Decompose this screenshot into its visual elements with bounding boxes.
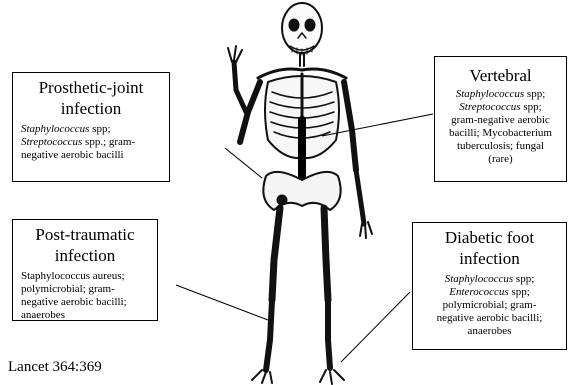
organism-text: bacilli; Mycobacterium [449,127,552,139]
organism-text: spp.; gram- [82,136,135,148]
leader-posttraumatic [176,285,268,320]
organism-text: Enterococcus [449,286,508,298]
right-femur [324,208,328,300]
organism-text: tuberculosis; fungal [457,140,544,152]
organism-text: anaerobes [21,309,65,321]
post-traumatic-box: Post-traumatic infection Staphylococcus … [12,219,158,321]
organism-text: spp; [89,123,110,135]
organism-text: negative aerobic bacilli; [437,312,543,324]
leader-prosthetic [225,148,262,178]
organism-text: negative aerobic bacilli [21,149,124,161]
organism-text: spp; [513,273,534,285]
organism-text: polymicrobial; gram- [21,283,115,295]
prosthetic-joint-organisms: Staphylococcus spp; Streptococcus spp.; g… [13,123,169,162]
vertebral-box: Vertebral Staphylococcus spp;Streptococc… [434,56,567,182]
skull [282,3,322,53]
leader-diabetic [341,292,410,362]
vertebral-organisms: Staphylococcus spp;Streptococcus spp;gra… [435,88,566,166]
organism-text: Staphylococcus [456,88,524,100]
organism-text: Streptococcus [21,136,82,148]
organism-text: spp; [509,286,530,298]
diabetic-foot-organisms: Staphylococcus spp;Enterococcus spp;poly… [413,273,566,338]
organism-text: spp; [524,88,545,100]
organism-text: Streptococcus [459,101,520,113]
organism-text: gram-negative aerobic [451,114,550,126]
diabetic-foot-box: Diabetic foot infection Staphylococcus s… [412,222,567,350]
organism-text: anaerobes [468,325,512,337]
post-traumatic-organisms: Staphylococcus aureus;polymicrobial; gra… [13,270,157,322]
diabetic-foot-title: Diabetic foot infection [413,227,566,269]
organism-text: Staphylococcus aureus; [21,270,125,282]
prosthetic-joint-box: Prosthetic-joint infection Staphylococcu… [12,72,170,182]
organism-text: polymicrobial; gram- [443,299,537,311]
post-traumatic-title: Post-traumatic infection [13,224,157,266]
organism-text: (rare) [488,153,512,165]
vertebral-title: Vertebral [435,65,566,86]
organism-text: Staphylococcus [445,273,513,285]
left-femur [272,208,280,300]
prosthetic-joint-title: Prosthetic-joint infection [13,77,169,119]
organism-text: Staphylococcus [21,123,89,135]
organism-text: spp; [521,101,542,113]
citation: Lancet 364:369 [8,358,102,376]
organism-text: negative aerobic bacilli; [21,296,127,308]
